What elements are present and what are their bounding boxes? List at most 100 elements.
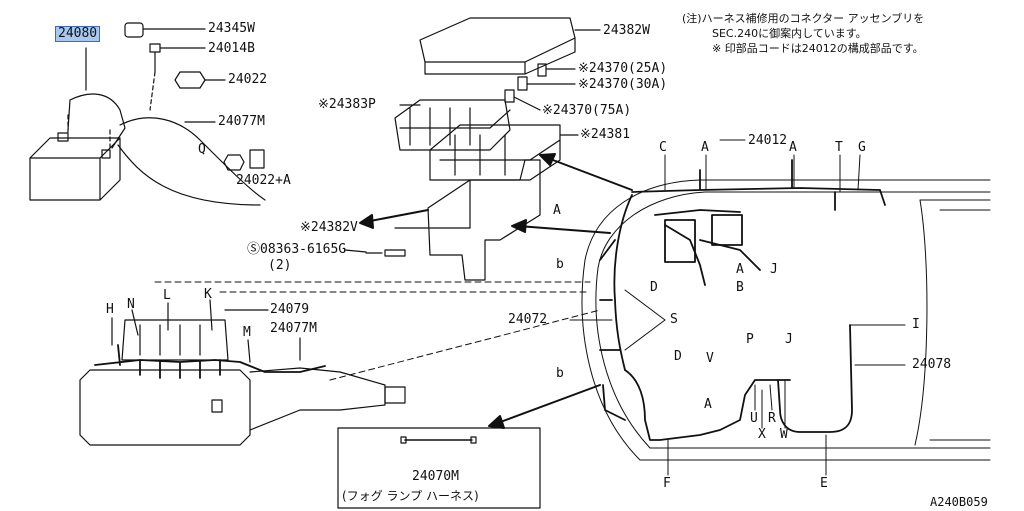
note-line-3: ※ 印部品コードは24012の構成部品です。 — [712, 42, 924, 55]
transmission-end — [385, 387, 405, 403]
part-label-24022A: 24022+A — [236, 173, 291, 188]
callout-I: I — [912, 317, 920, 332]
leader-M — [248, 340, 250, 362]
body-outline-inner — [596, 192, 990, 448]
harness-24078-right — [778, 325, 852, 432]
part-label-24080[interactable]: 24080 — [55, 26, 101, 42]
arrow-to-boxleft — [365, 210, 428, 222]
harness-relay-area — [655, 210, 760, 285]
callout-B: B — [736, 280, 744, 295]
leader-24370-75 — [514, 97, 540, 110]
leader-N — [132, 310, 138, 335]
arrow-to-lowerbox — [518, 226, 610, 233]
callout-A-5: A — [704, 397, 712, 412]
arrow-to-fog — [495, 385, 600, 424]
callout-T: T — [835, 140, 843, 155]
callout-R: R — [768, 411, 776, 426]
arrowhead-fusebox — [540, 154, 555, 165]
part-label-bolt-qty: (2) — [268, 258, 292, 273]
part-label-24370-30A: ※24370(30A) — [578, 77, 668, 92]
bolt-part-number: 08363-6165G — [260, 242, 347, 257]
leader-G — [858, 155, 860, 190]
callout-H: H — [106, 302, 114, 317]
figure-code: A240B059 — [930, 495, 988, 509]
callout-A-1: A — [701, 140, 709, 155]
part-label-24078: 24078 — [912, 357, 952, 372]
callout-A-4: A — [736, 262, 744, 277]
callout-b-2: b — [556, 366, 564, 381]
callout-W: W — [780, 427, 788, 442]
harness-fog — [603, 385, 625, 420]
part-label-24345W: 24345W — [208, 21, 255, 36]
bolt-24014B — [150, 44, 160, 72]
engine-harness-24079 — [95, 345, 325, 378]
transmission — [250, 368, 385, 430]
arrow-to-fusebox — [545, 157, 632, 190]
part-label-24382V: ※24382V — [300, 220, 358, 235]
arrows — [360, 154, 632, 428]
engine-part-square — [212, 400, 222, 412]
callout-A-2: A — [789, 140, 797, 155]
callout-X: X — [758, 427, 766, 442]
leader-dashes-battery — [68, 72, 155, 150]
note-line-1: (注)ハーネス補修用のコネクター アッセンブリを — [682, 12, 925, 25]
relay-box — [665, 220, 695, 262]
callout-E: E — [820, 476, 828, 491]
callout-J-1: J — [770, 262, 778, 277]
callout-K: K — [204, 287, 212, 302]
harness-24072-left — [600, 195, 632, 370]
callout-P: P — [746, 332, 754, 347]
callout-V: V — [706, 351, 714, 366]
battery-terminal-neg — [58, 133, 68, 141]
harness-24012-top — [632, 160, 885, 210]
leader-bolt — [345, 250, 366, 252]
fog-box-frame — [338, 428, 540, 508]
part-label-24381: ※24381 — [580, 127, 631, 142]
fuse-block-24383P — [395, 100, 510, 150]
callout-U: U — [750, 411, 758, 426]
note-line-2: SEC.240に御案内しています。 — [712, 27, 867, 40]
fuse-box-cover-24382W — [420, 18, 575, 74]
vehicle-body — [582, 180, 990, 460]
leader-S-a — [625, 290, 665, 320]
engine-block — [80, 370, 250, 445]
arrowhead-boxleft — [360, 215, 373, 228]
leader-R — [770, 385, 772, 410]
harness-lower — [625, 370, 790, 440]
callout-G: G — [858, 140, 866, 155]
right-leaders — [570, 140, 905, 475]
body-outline-inner2 — [915, 200, 990, 445]
part-label-24077M-top: 24077M — [218, 114, 265, 129]
engine-harness-connector-dash — [155, 282, 600, 380]
clip-24345W — [125, 23, 143, 37]
callout-D-1: D — [650, 280, 658, 295]
relay-box-2 — [712, 215, 742, 245]
fuse-25A — [538, 64, 546, 76]
fuse-box-lower-24382V — [428, 160, 540, 280]
fog-harness-box — [338, 428, 540, 508]
part-label-24079: 24079 — [270, 302, 310, 317]
part-label-Q: Q — [198, 142, 206, 157]
callout-A-3: A — [553, 203, 561, 218]
callout-N: N — [127, 297, 135, 312]
arrowhead-lowerbox — [512, 220, 526, 232]
battery-cable — [68, 94, 125, 148]
fuse-box-group — [345, 18, 600, 280]
circled-s-icon: Ⓢ — [247, 242, 261, 257]
part-label-bolt-08363: Ⓢ08363-6165G — [247, 243, 346, 257]
battery-harness-24077M — [118, 118, 265, 205]
bolt-08363 — [366, 250, 405, 256]
part-label-24072: 24072 — [508, 312, 548, 327]
nut-24022 — [175, 72, 205, 88]
fog-connector-left — [401, 437, 406, 443]
callout-M: M — [243, 325, 251, 340]
fuse-75A — [505, 90, 514, 102]
part-label-24014B: 24014B — [208, 41, 255, 56]
nut-24022A — [224, 150, 264, 170]
part-label-24070M: 24070M — [412, 469, 459, 484]
fog-connector-right — [471, 437, 476, 443]
callout-F: F — [663, 476, 671, 491]
fuse-30A — [518, 77, 527, 90]
battery-group — [30, 23, 265, 205]
